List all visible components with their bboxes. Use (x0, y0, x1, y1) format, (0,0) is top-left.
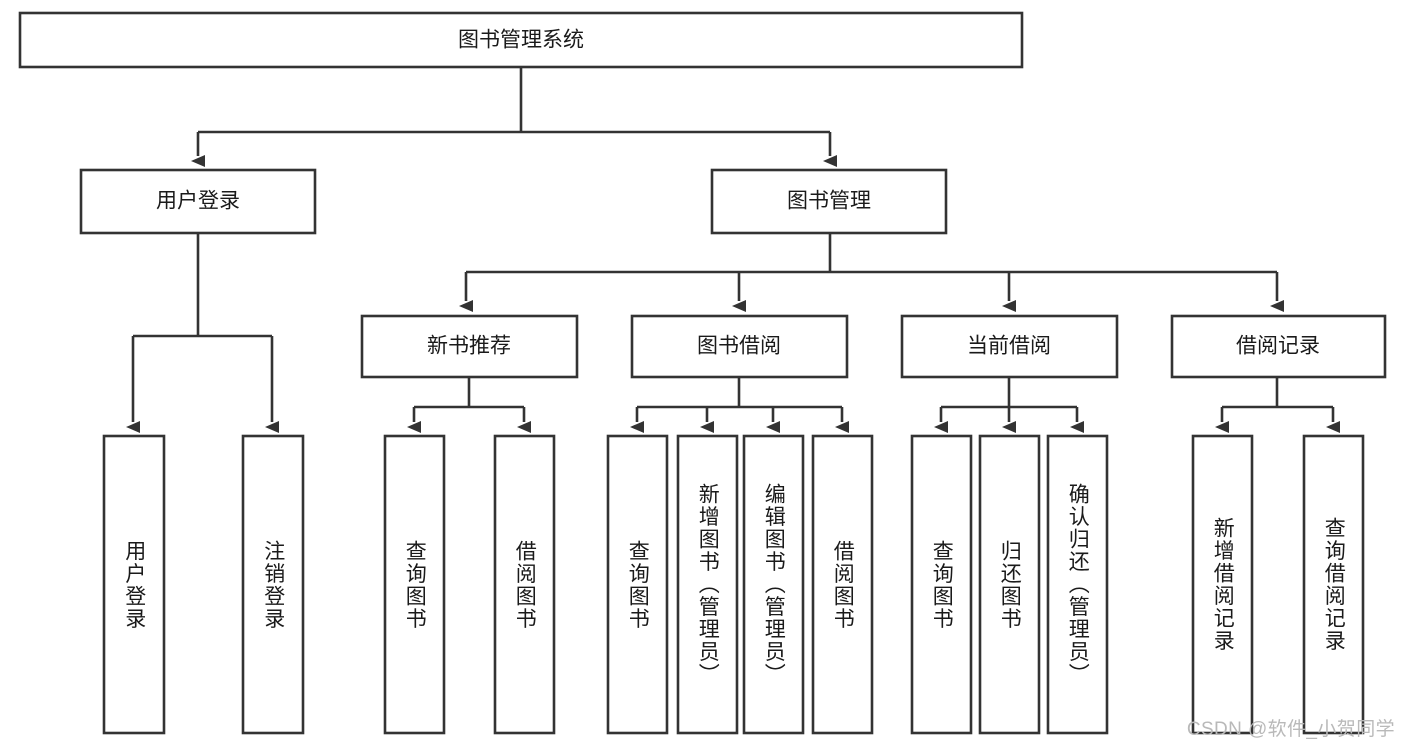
node-box-leaf-new-book-1[interactable] (383, 434, 446, 735)
connector-group-root-to-level2 (191, 67, 837, 167)
node-box-leaf-book-borrow-2[interactable] (676, 434, 739, 735)
node-box-new-book-recommend[interactable] (360, 314, 579, 379)
node-box-leaf-book-borrow-3[interactable] (742, 434, 805, 735)
node-label-book-manage: 图书管理 (787, 190, 871, 213)
node-box-leaf-book-borrow-1[interactable] (606, 434, 669, 735)
node-box-leaf-current-borrow-2[interactable] (978, 434, 1041, 735)
node-box-user-login[interactable] (79, 168, 317, 235)
node-box-leaf-user-login-2[interactable] (241, 434, 305, 735)
node-label-root: 图书管理系统 (458, 29, 584, 52)
node-box-current-borrow[interactable] (900, 314, 1119, 379)
csdn-watermark: CSDN @软件_小贺同学 (1186, 719, 1395, 740)
node-box-root[interactable] (18, 11, 1024, 69)
node-box-leaf-borrow-record-1[interactable] (1191, 434, 1254, 735)
node-label-current-borrow: 当前借阅 (967, 335, 1051, 358)
connector-group-currentborrow-children (934, 377, 1084, 433)
node-box-leaf-current-borrow-3[interactable] (1046, 434, 1109, 735)
connector-group-newbook-children (407, 377, 531, 433)
node-label-user-login: 用户登录 (156, 190, 240, 213)
connector-group-bookmanage-children (459, 233, 1284, 312)
node-label-new-book-recommend: 新书推荐 (427, 335, 511, 358)
node-box-leaf-borrow-record-2[interactable] (1302, 434, 1365, 735)
node-box-leaf-current-borrow-1[interactable] (910, 434, 973, 735)
node-box-leaf-user-login-1[interactable] (102, 434, 166, 735)
connector-group-bookborrow-children (630, 377, 849, 433)
node-box-book-borrow[interactable] (630, 314, 849, 379)
node-box-borrow-record[interactable] (1170, 314, 1387, 379)
node-label-book-borrow: 图书借阅 (697, 335, 781, 358)
node-box-leaf-book-borrow-4[interactable] (811, 434, 874, 735)
connector-group-userlogin-children (126, 233, 279, 433)
node-box-book-manage[interactable] (710, 168, 948, 235)
connector-group-borrowrecord-children (1215, 377, 1340, 433)
node-label-borrow-record: 借阅记录 (1236, 335, 1320, 358)
node-box-leaf-new-book-2[interactable] (493, 434, 556, 735)
